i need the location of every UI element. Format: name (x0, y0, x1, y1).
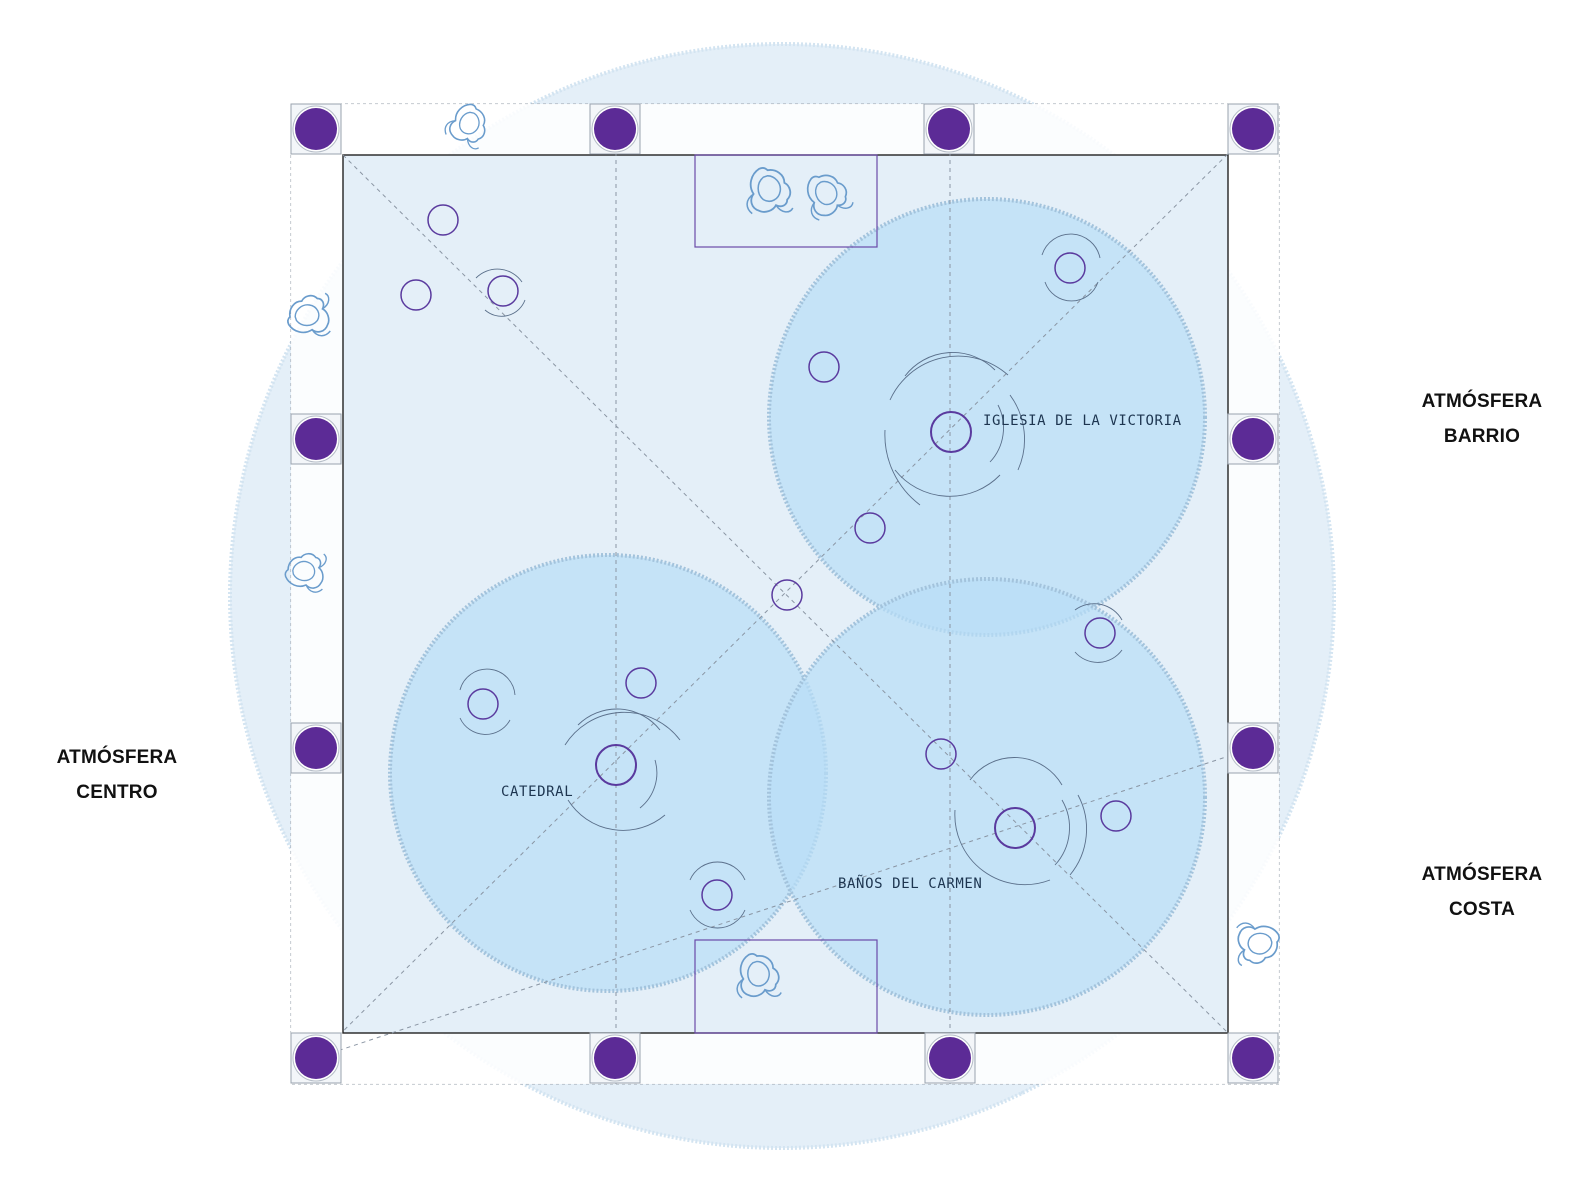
sound-node-icon (427, 204, 459, 236)
sound-node-icon (771, 579, 803, 611)
label-catedral: CATEDRAL (501, 784, 573, 800)
stage-box-top (694, 154, 878, 248)
sound-node-icon (595, 744, 637, 786)
sound-node-icon (1100, 800, 1132, 832)
label-atmosfera-costa: ATMÓSFERA COSTA (1382, 857, 1582, 927)
label-line: COSTA (1448, 899, 1516, 920)
speaker-icon (589, 103, 641, 155)
label-iglesia: IGLESIA DE LA VICTORIA (983, 413, 1182, 429)
speaker-icon (290, 413, 342, 465)
sound-node-icon (808, 351, 840, 383)
speaker-icon (290, 1032, 342, 1084)
sound-node-icon (1054, 252, 1086, 284)
label-line: CENTRO (76, 782, 158, 803)
speaker-icon (924, 1032, 976, 1084)
sound-node-icon (994, 807, 1036, 849)
sound-node-icon (854, 512, 886, 544)
label-atmosfera-centro: ATMÓSFERA CENTRO (17, 740, 217, 810)
sound-node-icon (925, 738, 957, 770)
label-line: ATMÓSFERA (1421, 864, 1543, 885)
speaker-icon (1227, 1032, 1279, 1084)
sound-node-icon (625, 667, 657, 699)
speaker-icon (1227, 413, 1279, 465)
zone-iglesia (767, 197, 1207, 637)
sound-node-icon (701, 879, 733, 911)
zone-banos (767, 577, 1207, 1017)
speaker-icon (290, 103, 342, 155)
label-line: ATMÓSFERA (56, 747, 178, 768)
sound-node-icon (930, 411, 972, 453)
sound-nodes (400, 204, 1132, 911)
zone-catedral (388, 553, 828, 993)
sound-zones (388, 197, 1207, 1017)
sound-ripples (459, 233, 1123, 929)
speaker-icon (290, 722, 342, 774)
speaker-icon (923, 103, 975, 155)
sound-node-icon (1084, 617, 1116, 649)
speaker-icon (1227, 103, 1279, 155)
sound-node-icon (467, 688, 499, 720)
speaker-icon (1227, 722, 1279, 774)
speaker-icon (589, 1032, 641, 1084)
speaker-ring (290, 103, 1279, 1084)
label-banos: BAÑOS DEL CARMEN (838, 875, 982, 892)
label-atmosfera-barrio: ATMÓSFERA BARRIO (1382, 384, 1582, 454)
sound-node-icon (487, 275, 519, 307)
sound-node-icon (400, 279, 432, 311)
label-line: ATMÓSFERA (1421, 391, 1543, 412)
stage-box-bottom (694, 939, 878, 1034)
label-line: BARRIO (1443, 426, 1521, 447)
